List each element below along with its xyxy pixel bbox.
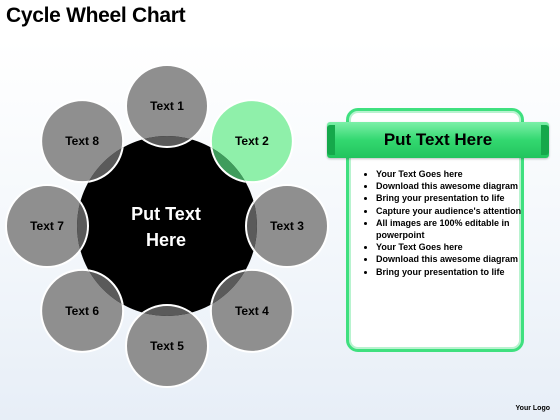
wheel-node-label: Text 6 <box>65 304 99 318</box>
wheel-node-4 <box>209 268 294 353</box>
wheel-node-label: Text 1 <box>150 99 184 113</box>
wheel-node-label: Text 2 <box>235 134 269 148</box>
wheel-node-label: Text 8 <box>65 134 99 148</box>
bullet-item: Download this awesome diagram <box>376 180 524 192</box>
wheel-node-label: Text 4 <box>235 304 269 318</box>
wheel-node-2 <box>209 99 294 184</box>
wheel-node-label: Text 5 <box>150 339 184 353</box>
wheel-overlap-3 <box>245 184 257 268</box>
wheel-overlap-7 <box>77 184 89 268</box>
wheel-node-label: Text 3 <box>270 219 304 233</box>
wheel-center-disc <box>77 136 257 316</box>
bullet-item: Your Text Goes here <box>376 168 524 180</box>
wheel-node-label: Text 7 <box>30 219 64 233</box>
slide-title: Cycle Wheel Chart <box>6 4 186 27</box>
wheel-center-text: Put Text <box>131 204 201 224</box>
bullet-item: All images are 100% editable in powerpoi… <box>376 217 524 241</box>
bullet-item: Your Text Goes here <box>376 241 524 253</box>
wheel-overlap-5 <box>125 304 209 316</box>
text-panel-bullets: Your Text Goes hereDownload this awesome… <box>356 168 524 278</box>
bullet-item: Bring your presentation to life <box>376 192 524 204</box>
wheel-node-8 <box>40 99 125 184</box>
bullet-item: Download this awesome diagram <box>376 253 524 265</box>
bullet-item: Capture your audience's attention <box>376 205 524 217</box>
bullet-item: Bring your presentation to life <box>376 266 524 278</box>
text-panel-header: Put Text Here <box>327 122 549 158</box>
wheel-center-text: Here <box>146 230 186 250</box>
wheel-node-6 <box>40 268 125 353</box>
footer-logo: Your Logo <box>515 405 550 412</box>
wheel-overlap-1 <box>125 136 209 148</box>
